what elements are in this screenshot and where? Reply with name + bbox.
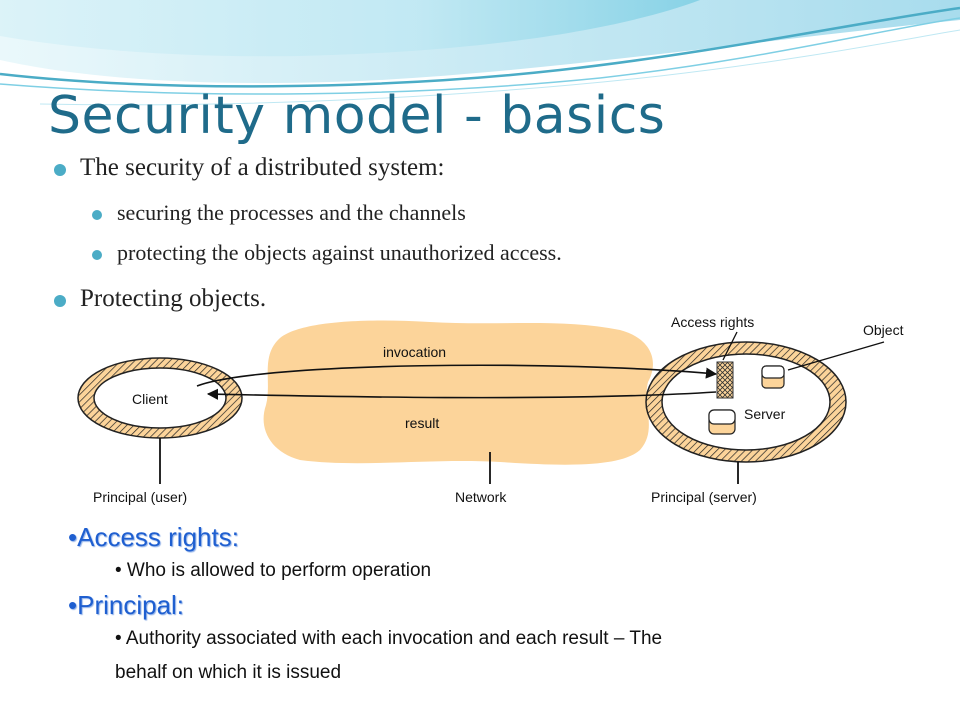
sub-bullet-processes-channels: securing the processes and the channels: [117, 200, 466, 225]
sub-bullet-protecting-objects: protecting the objects against unauthori…: [117, 240, 562, 265]
object-cylinder: [708, 409, 736, 435]
bullet-security-distributed: The security of a distributed system:: [80, 154, 445, 181]
bullet-dot: [54, 164, 66, 176]
client-node: Client: [77, 357, 243, 439]
bullet-protecting-objects: Protecting objects.: [80, 285, 267, 312]
network-label: Network: [455, 489, 507, 505]
principal-description-line1: • Authority associated with each invocat…: [115, 628, 663, 649]
access-rights-heading: •Access rights:: [68, 522, 239, 552]
access-rights-label: Access rights: [671, 314, 754, 330]
result-arrow: [206, 388, 717, 400]
bullet-dot: [92, 210, 102, 220]
principal-heading: •Principal:: [68, 590, 185, 620]
access-rights-description: • Who is allowed to perform operation: [115, 560, 432, 581]
slide-title: Security model - basics: [48, 86, 666, 146]
invocation-label: invocation: [383, 344, 446, 360]
object-label: Object: [863, 322, 904, 338]
principal-user-label: Principal (user): [93, 489, 187, 505]
server-label: Server: [744, 406, 786, 422]
header-wave-decoration: [0, 0, 960, 106]
client-label: Client: [132, 391, 168, 407]
object-cylinder: [761, 365, 785, 389]
result-label: result: [405, 415, 439, 431]
network-cloud: [263, 320, 653, 465]
server-node: Server: [645, 341, 847, 463]
principal-description-line2: behalf on which it is issued: [115, 662, 342, 683]
invocation-arrow: [196, 364, 718, 387]
bullet-dot: [54, 295, 66, 307]
bullet-dot: [92, 250, 102, 260]
access-rights-gate: [716, 361, 734, 399]
object-pointer: [787, 341, 885, 371]
principal-server-label: Principal (server): [651, 489, 757, 505]
access-rights-pointer: [722, 331, 738, 361]
